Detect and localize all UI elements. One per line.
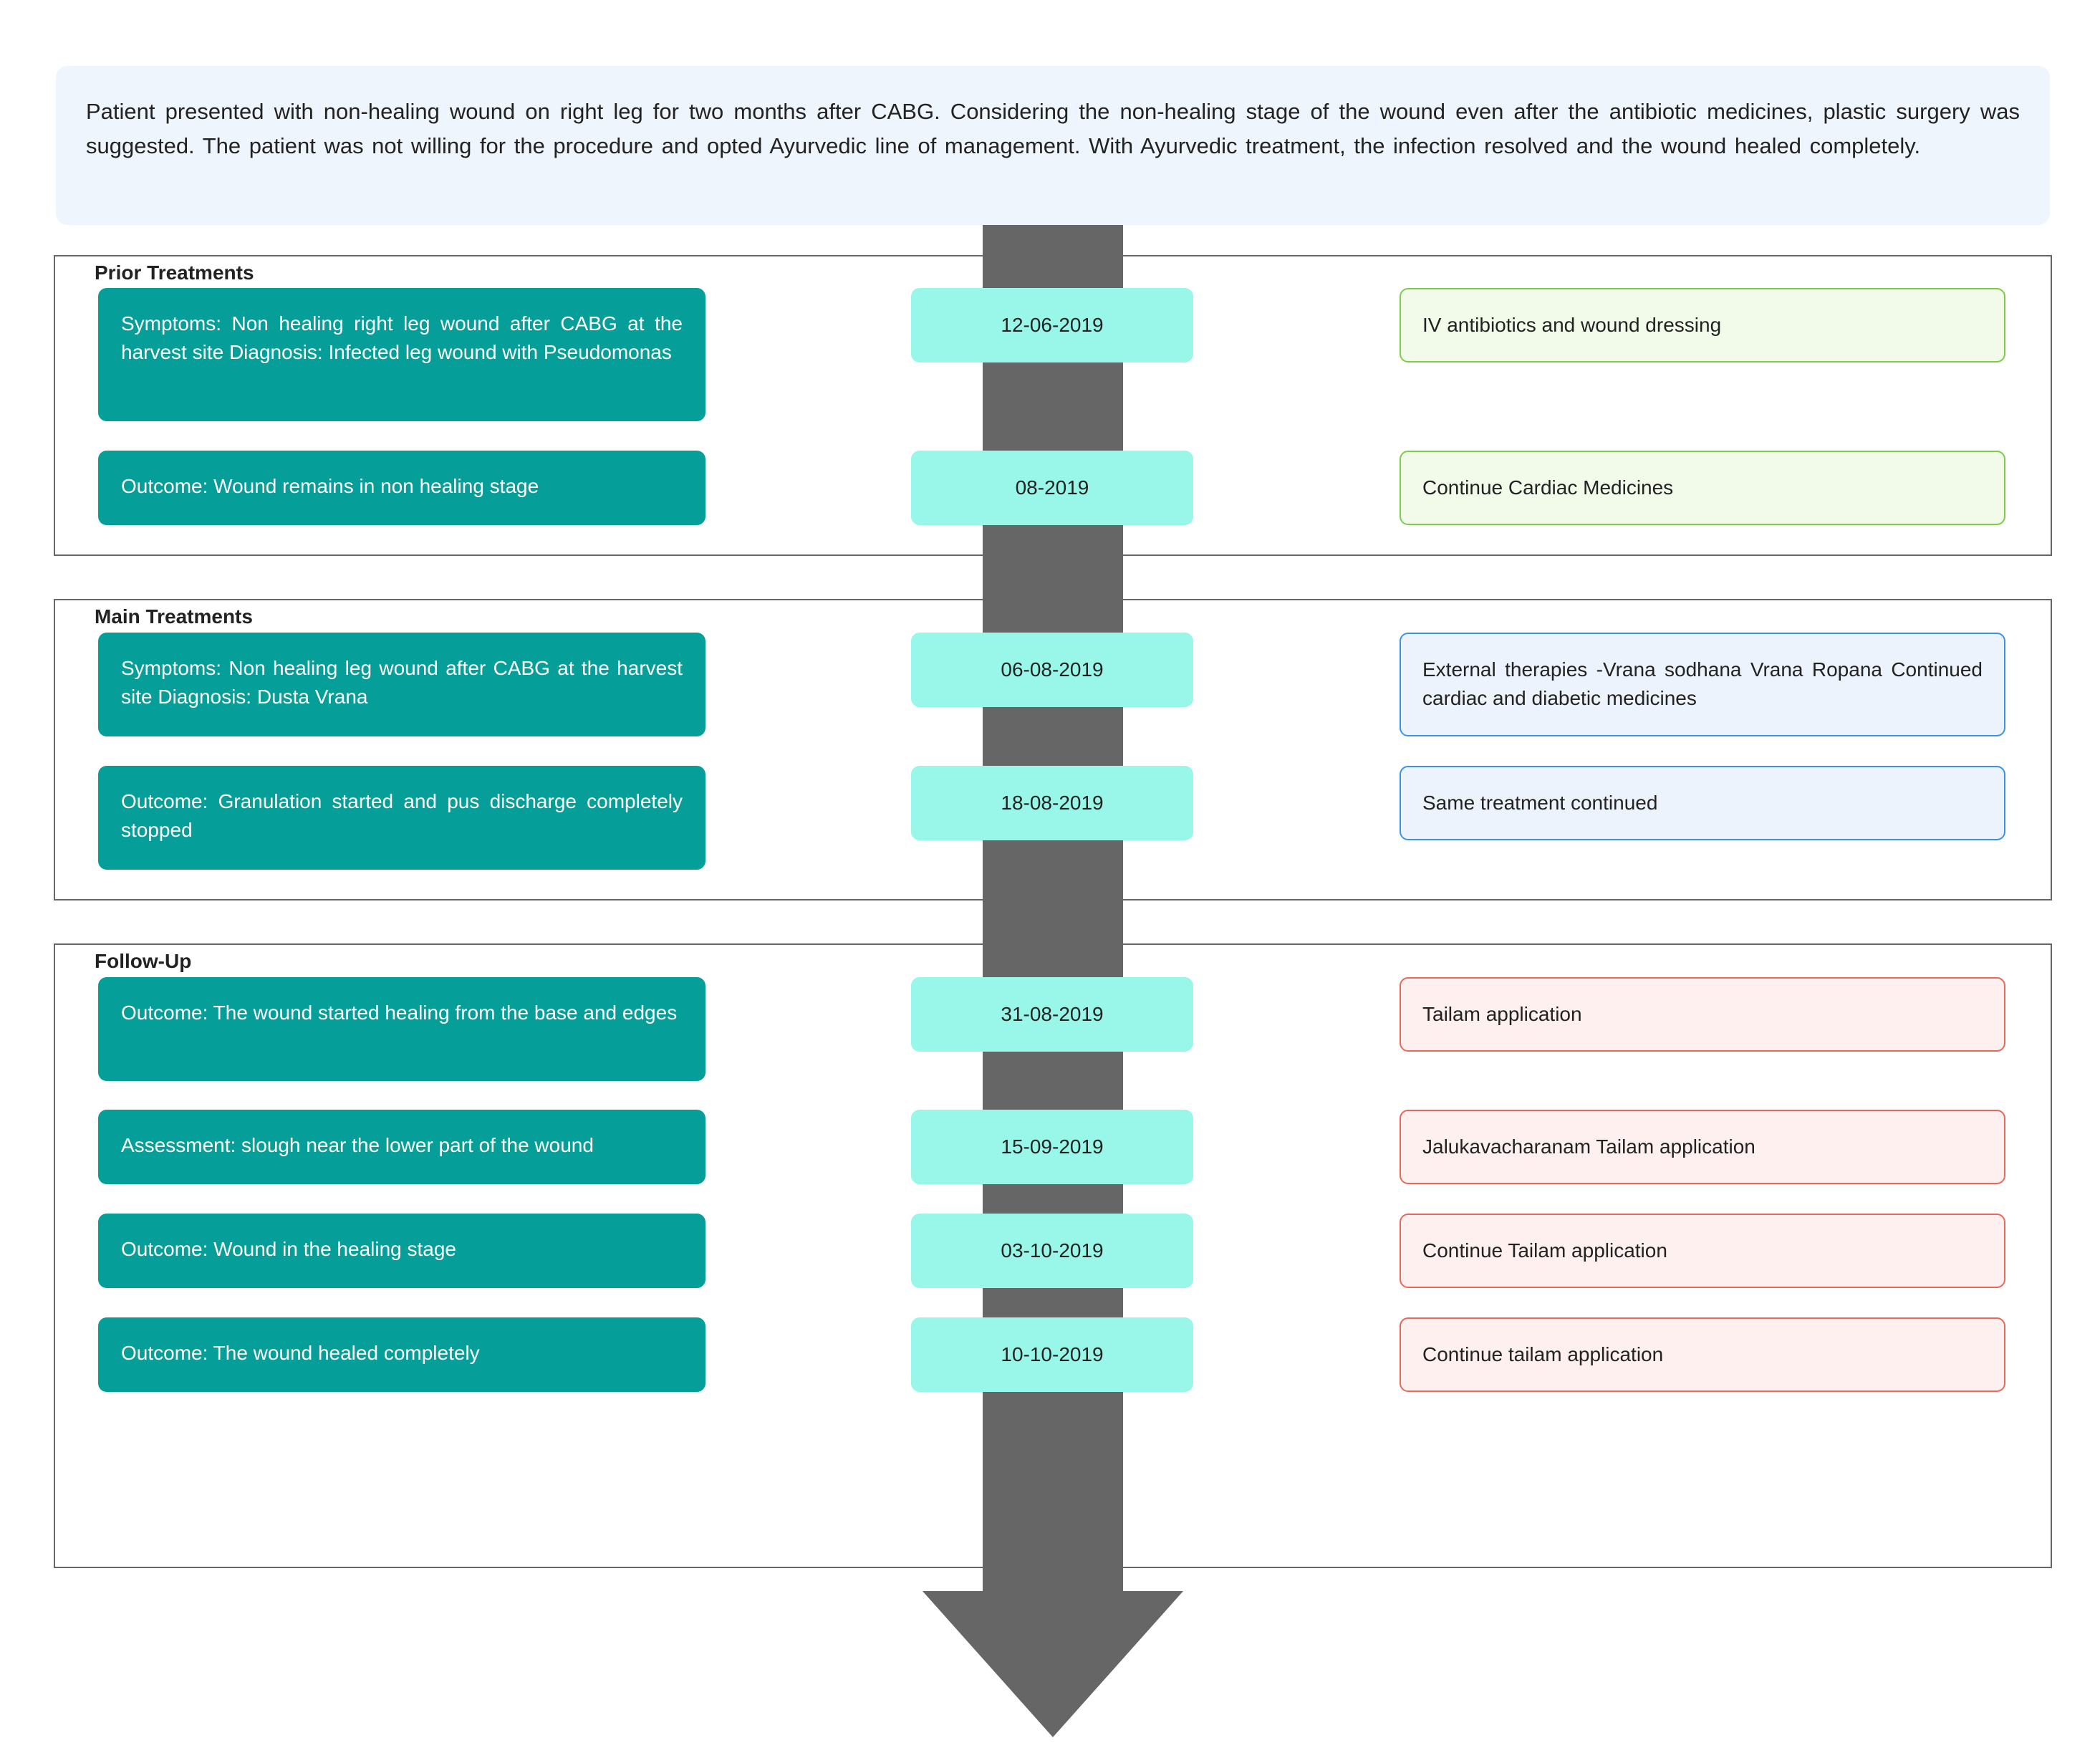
finding-box: Outcome: The wound healed completely bbox=[98, 1317, 705, 1392]
section-title-main-treatments: Main Treatments bbox=[95, 605, 253, 628]
treatment-box: Same treatment continued bbox=[1400, 766, 2005, 840]
case-summary: Patient presented with non-healing wound… bbox=[56, 66, 2050, 225]
date-box: 06-08-2019 bbox=[911, 633, 1193, 707]
finding-box: Symptoms: Non healing right leg wound af… bbox=[98, 288, 705, 421]
treatment-box: Jalukavacharanam Tailam application bbox=[1400, 1110, 2005, 1184]
section-title-follow-up: Follow-Up bbox=[95, 950, 192, 972]
treatment-box: Continue tailam application bbox=[1400, 1317, 2005, 1392]
finding-box: Outcome: Granulation started and pus dis… bbox=[98, 766, 705, 870]
treatment-box: Continue Cardiac Medicines bbox=[1400, 451, 2005, 525]
treatment-box: Continue Tailam application bbox=[1400, 1214, 2005, 1288]
section-follow-up: Follow-Up bbox=[54, 943, 2052, 1568]
timeline-arrow-head bbox=[923, 1591, 1183, 1737]
date-box: 18-08-2019 bbox=[911, 766, 1193, 840]
treatment-box: Tailam application bbox=[1400, 977, 2005, 1052]
finding-box: Outcome: Wound remains in non healing st… bbox=[98, 451, 705, 525]
finding-box: Outcome: Wound in the healing stage bbox=[98, 1214, 705, 1288]
date-box: 12-06-2019 bbox=[911, 288, 1193, 362]
finding-box: Symptoms: Non healing leg wound after CA… bbox=[98, 633, 705, 736]
treatment-box: External therapies -Vrana sodhana Vrana … bbox=[1400, 633, 2005, 736]
section-main-treatments: Main Treatments bbox=[54, 599, 2052, 900]
date-box: 03-10-2019 bbox=[911, 1214, 1193, 1288]
date-box: 08-2019 bbox=[911, 451, 1193, 525]
finding-box: Assessment: slough near the lower part o… bbox=[98, 1110, 705, 1184]
date-box: 15-09-2019 bbox=[911, 1110, 1193, 1184]
date-box: 10-10-2019 bbox=[911, 1317, 1193, 1392]
section-title-prior-treatments: Prior Treatments bbox=[95, 261, 254, 284]
date-box: 31-08-2019 bbox=[911, 977, 1193, 1052]
section-prior-treatments: Prior Treatments bbox=[54, 255, 2052, 556]
finding-box: Outcome: The wound started healing from … bbox=[98, 977, 705, 1081]
treatment-box: IV antibiotics and wound dressing bbox=[1400, 288, 2005, 362]
